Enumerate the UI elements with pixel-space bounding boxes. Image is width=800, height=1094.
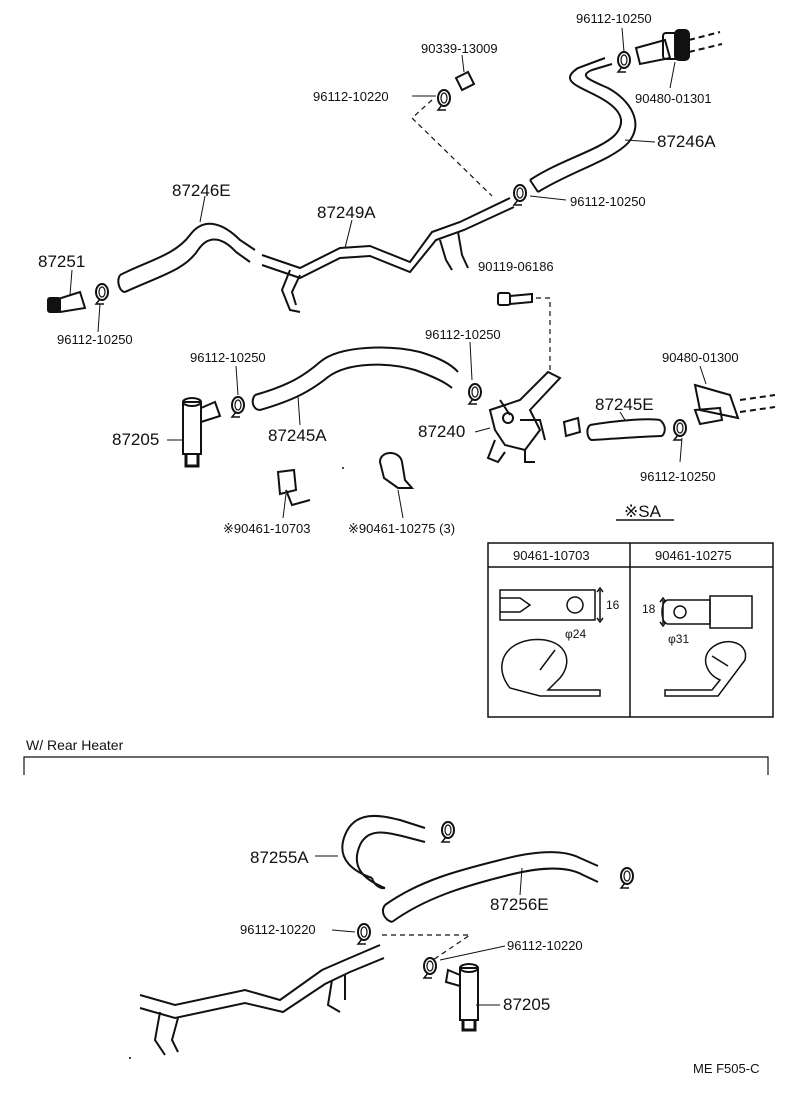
rear-section-title: W/ Rear Heater xyxy=(26,737,124,753)
rear-pipe xyxy=(139,944,385,1056)
fitting-87251 xyxy=(47,290,87,314)
clamp-valve xyxy=(562,416,582,438)
cap-90339-13009 xyxy=(454,70,476,92)
hose-87245E xyxy=(586,418,666,441)
label-96112-10220-b: 96112-10220 xyxy=(507,938,583,953)
hose-87245A xyxy=(251,346,459,411)
label-87246E: 87246E xyxy=(172,181,231,200)
valve-87240 xyxy=(486,370,562,464)
label-96112-10250-d: 96112-10250 xyxy=(190,350,266,365)
fitting-90480-01301 xyxy=(634,29,723,66)
sa-title: ※SA xyxy=(624,502,661,521)
hose-87256E xyxy=(382,851,599,923)
label-87246A: 87246A xyxy=(657,132,716,151)
label-87240: 87240 xyxy=(418,422,466,441)
label-87245E: 87245E xyxy=(595,395,654,414)
label-96112-10250-mid: 96112-10250 xyxy=(570,194,646,209)
dashed-leader-top xyxy=(411,99,493,197)
hose-87255A xyxy=(341,814,426,890)
clamp-90461-10703 xyxy=(276,468,311,507)
label-87251: 87251 xyxy=(38,252,86,271)
pipe-87249A xyxy=(261,197,515,313)
sa-col1-header: 90461-10703 xyxy=(513,548,590,563)
label-96112-10250-left: 96112-10250 xyxy=(57,332,133,347)
leader-lines xyxy=(69,27,707,1006)
dashed-leader-bolt xyxy=(536,297,551,370)
rear-section-frame xyxy=(23,756,769,775)
sa-col2-height: 18 xyxy=(642,602,656,616)
sa-col2-dia: φ31 xyxy=(668,632,690,646)
label-87245A: 87245A xyxy=(268,426,327,445)
sa-col2-header: 90461-10275 xyxy=(655,548,732,563)
label-90480-01300: 90480-01300 xyxy=(662,350,739,365)
label-96112-10250-c: 96112-10250 xyxy=(425,327,501,342)
footer-code: ME F505-C xyxy=(693,1061,760,1076)
label-96112-10220-top: 96112-10220 xyxy=(313,89,389,104)
bolt-90119-06186 xyxy=(497,292,533,306)
dashed-leader-rear xyxy=(382,934,472,963)
label-96112-10250-e: 96112-10250 xyxy=(640,469,716,484)
label-87256E: 87256E xyxy=(490,895,549,914)
label-90339-13009: 90339-13009 xyxy=(421,41,498,56)
label-87205-rear: 87205 xyxy=(503,995,551,1014)
sa-table xyxy=(487,519,774,718)
label-87205: 87205 xyxy=(112,430,160,449)
hose-87246E xyxy=(117,222,256,293)
sa-col1-dia: φ24 xyxy=(565,627,587,641)
label-96112-10220-a: 96112-10220 xyxy=(240,922,316,937)
label-90480-01301: 90480-01301 xyxy=(635,91,712,106)
pipe-87205-rear xyxy=(444,963,479,1032)
fitting-90480-01300 xyxy=(693,383,776,426)
label-87255A: 87255A xyxy=(250,848,309,867)
sa-col1-height: 16 xyxy=(606,598,620,612)
label-90119-06186: 90119-06186 xyxy=(478,259,554,274)
clamp-90461-10275 xyxy=(378,452,415,489)
label-87249A: 87249A xyxy=(317,203,376,222)
label-90461-10275: ※90461-10275 (3) xyxy=(348,521,456,536)
pipe-87205-left xyxy=(182,397,222,468)
label-90461-10703: ※90461-10703 xyxy=(223,521,311,536)
label-96112-10250-top: 96112-10250 xyxy=(576,11,652,26)
hose-87246A xyxy=(529,57,637,193)
